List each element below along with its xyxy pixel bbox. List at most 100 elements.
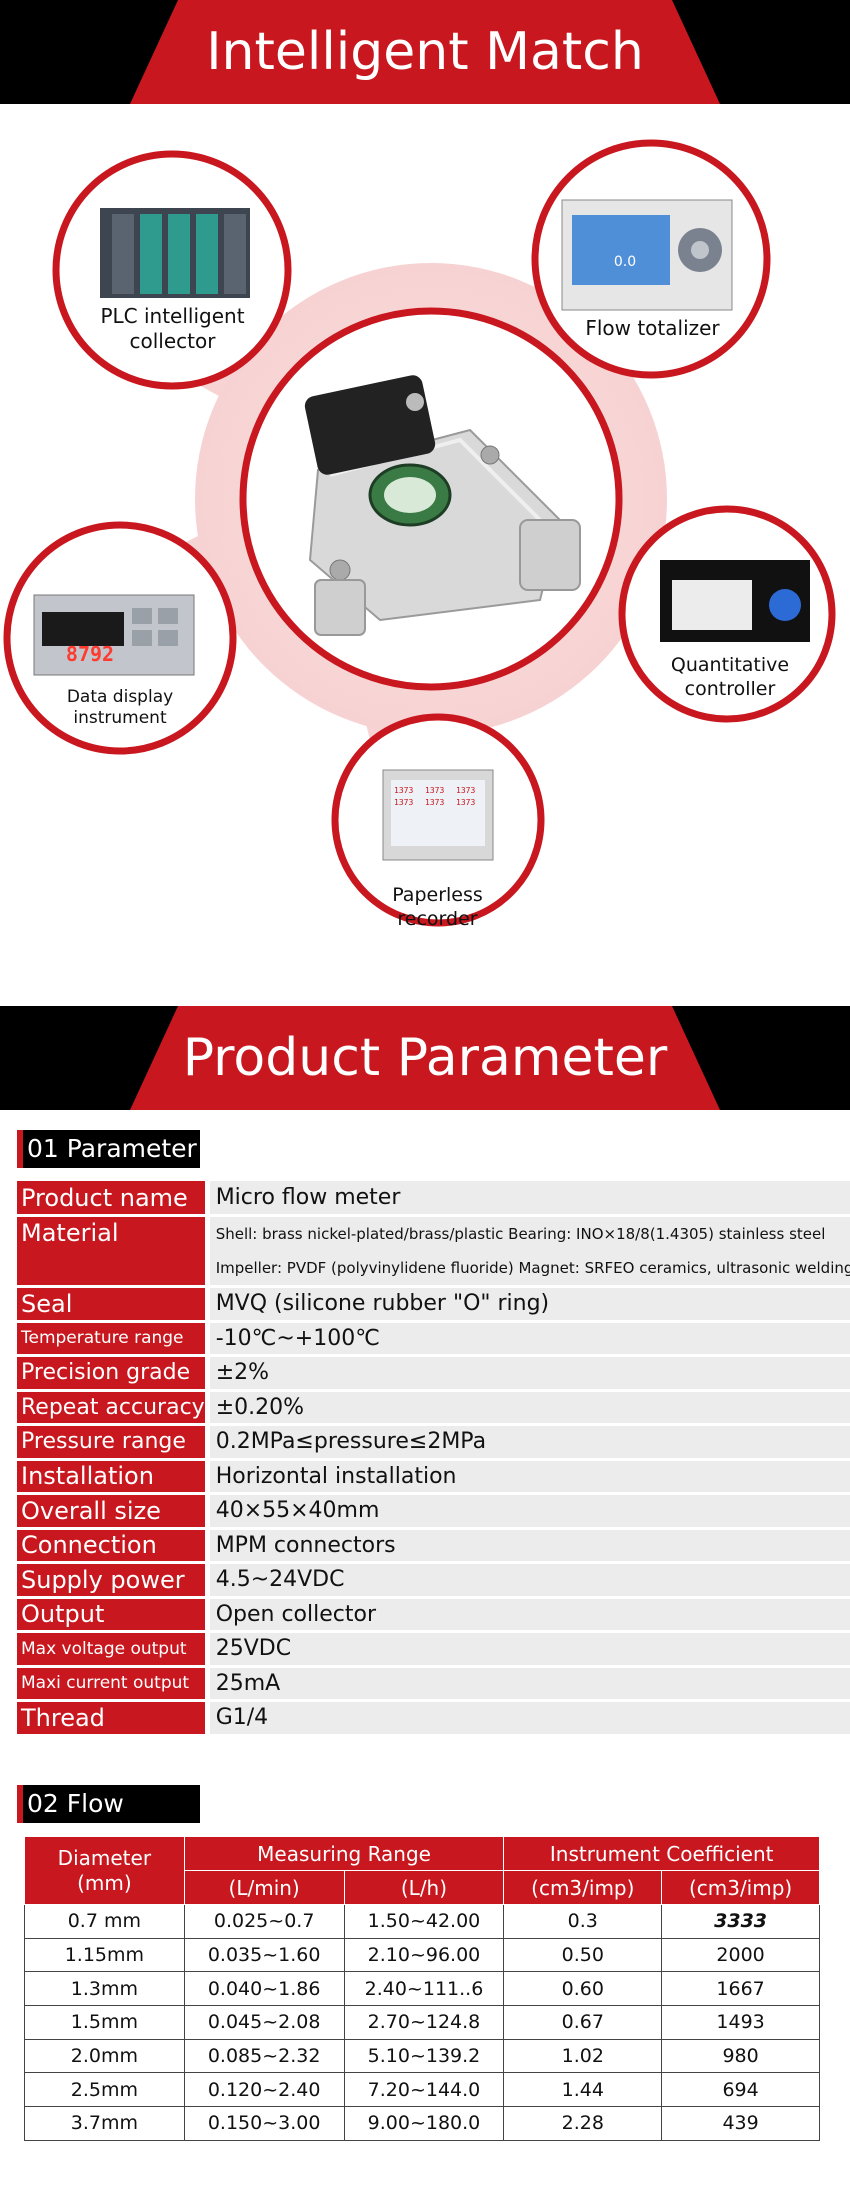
- section-title-match: Intelligent Match: [206, 22, 644, 82]
- quantitative-controller-label-line2: controller: [684, 677, 776, 700]
- param-key: Material: [17, 1215, 210, 1288]
- instrument-coefficient-header: Instrument Coefficient: [503, 1836, 820, 1871]
- param-key: Supply power: [17, 1562, 210, 1599]
- param-value: G1/4: [207, 1700, 850, 1737]
- param-value: ±2%: [207, 1355, 850, 1392]
- table-cell: 1.3mm: [24, 1971, 185, 2007]
- table-row: Material Shell: brass nickel-plated/bras…: [17, 1215, 850, 1288]
- table-row: Installation Horizontal installation: [17, 1459, 850, 1495]
- parameter-tag-label: Parameter: [66, 1134, 197, 1163]
- diameter-header-label: Diameter: [57, 1845, 152, 1870]
- diameter-header-unit: (mm): [77, 1870, 132, 1895]
- param-key: Repeat accuracy: [17, 1390, 210, 1426]
- table-cell: 0.040~1.86: [183, 1971, 345, 2007]
- param-value-material: Shell: brass nickel-plated/brass/plastic…: [207, 1215, 850, 1288]
- param-value: Horizontal installation: [207, 1459, 850, 1495]
- quantitative-controller-node: [618, 505, 836, 723]
- param-value: 0.2MPa≤pressure≤2MPa: [207, 1424, 850, 1461]
- param-key: Seal: [17, 1286, 210, 1323]
- table-cell: 0.50: [503, 1937, 663, 1973]
- table-row: 2.0mm 0.085~2.32 5.10~139.2 1.02 980: [24, 2038, 820, 2074]
- param-key: Installation: [17, 1459, 210, 1495]
- recorder-value: 1373: [456, 798, 476, 807]
- plc-label: PLC intelligent collector: [80, 304, 265, 354]
- table-cell: 0.045~2.08: [183, 2005, 345, 2040]
- product-parameter-banner: Product Parameter: [0, 1006, 850, 1110]
- param-value: -10℃~+100℃: [207, 1321, 850, 1357]
- param-value: MPM connectors: [207, 1528, 850, 1564]
- data-display-label-line1: Data display: [66, 687, 174, 707]
- paperless-recorder-icon: [382, 769, 494, 861]
- param-key: Pressure range: [17, 1424, 210, 1461]
- flow-totalizer-node: [531, 139, 771, 379]
- param-value: ±0.20%: [207, 1390, 850, 1426]
- table-cell: 7.20~144.0: [343, 2072, 505, 2108]
- table-cell: 2.10~96.00: [343, 1937, 505, 1973]
- flow-meter-product-icon: [304, 375, 581, 636]
- table-cell: 0.7 mm: [24, 1904, 185, 1939]
- table-cell: 9.00~180.0: [343, 2106, 505, 2141]
- section-title-parameter: Product Parameter: [182, 1028, 668, 1088]
- table-row: 1.15mm 0.035~1.60 2.10~96.00 0.50 2000: [24, 1937, 820, 1973]
- table-cell: 980: [661, 2038, 820, 2074]
- param-key: Overall size: [17, 1493, 210, 1530]
- table-header-row: (L/min) (L/h) (cm3/imp) (cm3/imp): [25, 1870, 820, 1905]
- table-cell: 0.025~0.7: [183, 1904, 345, 1939]
- param-key: Max voltage output: [17, 1631, 210, 1668]
- intelligent-match-diagram: 8792 0.0 1373 1373 1373 1373 1373 1373 P…: [0, 104, 850, 1010]
- measuring-range-header: Measuring Range: [183, 1836, 505, 1871]
- quantitative-controller-label: Quantitative controller: [650, 654, 810, 702]
- flow-range-tag: 02 Flow range: [17, 1785, 200, 1856]
- table-cell: 3333: [661, 1904, 820, 1939]
- diameter-header: Diameter (mm): [24, 1836, 185, 1905]
- table-cell: 0.67: [503, 2005, 663, 2040]
- data-display-label-line2: instrument: [73, 708, 167, 729]
- table-cell: 439: [661, 2106, 820, 2141]
- param-value-line: Shell: brass nickel-plated/brass/plastic…: [215, 1225, 826, 1243]
- param-value: Micro flow meter: [207, 1181, 850, 1217]
- param-key: Precision grade: [17, 1355, 210, 1392]
- plc-label-line2: collector: [129, 329, 216, 353]
- lcd-reading: 0.0: [613, 254, 637, 270]
- table-row: Pressure range 0.2MPa≤pressure≤2MPa: [17, 1424, 850, 1461]
- table-cell: 0.085~2.32: [183, 2038, 345, 2074]
- paperless-recorder-label-line1: Paperless: [392, 884, 483, 906]
- flow-totalizer-icon: [561, 199, 733, 311]
- table-cell: 2.28: [503, 2106, 663, 2141]
- table-cell: 694: [661, 2072, 820, 2108]
- recorder-values: 1373 1373 1373 1373 1373 1373: [394, 786, 484, 807]
- table-row: Output Open collector: [17, 1597, 850, 1633]
- parameter-table: Product name Micro flow meter Material S…: [17, 1181, 850, 1737]
- table-row: Precision grade ±2%: [17, 1355, 850, 1392]
- table-cell: 1.44: [503, 2072, 663, 2108]
- param-value: 25mA: [207, 1666, 850, 1702]
- param-value: Open collector: [207, 1597, 850, 1633]
- table-row: 1.3mm 0.040~1.86 2.40~111..6 0.60 1667: [24, 1971, 820, 2007]
- param-value: 40×55×40mm: [207, 1493, 850, 1530]
- param-value: 25VDC: [207, 1631, 850, 1668]
- param-key: Temperature range: [17, 1321, 210, 1357]
- table-cell: 0.120~2.40: [183, 2072, 345, 2108]
- table-cell: 2.70~124.8: [343, 2005, 505, 2040]
- plc-label-line1: PLC intelligent: [100, 304, 245, 328]
- table-cell: 2000: [661, 1937, 820, 1973]
- param-value: 4.5~24VDC: [207, 1562, 850, 1599]
- table-cell: 0.60: [503, 1971, 663, 2007]
- table-row: 3.7mm 0.150~3.00 9.00~180.0 2.28 439: [24, 2106, 820, 2141]
- paperless-recorder-label: Paperless recorder: [360, 884, 515, 932]
- table-cell: 1.15mm: [24, 1937, 185, 1973]
- table-row: Overall size 40×55×40mm: [17, 1493, 850, 1530]
- table-cell: 3.7mm: [24, 2106, 185, 2141]
- table-cell: 1.50~42.00: [343, 1904, 505, 1939]
- table-cell: 5.10~139.2: [343, 2038, 505, 2074]
- data-display-label: Data display instrument: [40, 687, 200, 730]
- data-display-node: [3, 521, 237, 755]
- table-row: Max voltage output 25VDC: [17, 1631, 850, 1668]
- table-row: Connection MPM connectors: [17, 1528, 850, 1564]
- param-value-line: Impeller: PVDF (polyvinylidene fluoride)…: [215, 1259, 850, 1277]
- table-cell: 1667: [661, 1971, 820, 2007]
- quantitative-controller-icon: [660, 560, 810, 642]
- table-cell: 1.5mm: [24, 2005, 185, 2040]
- recorder-value: 1373: [425, 798, 445, 807]
- paperless-recorder-label-line2: recorder: [397, 907, 478, 930]
